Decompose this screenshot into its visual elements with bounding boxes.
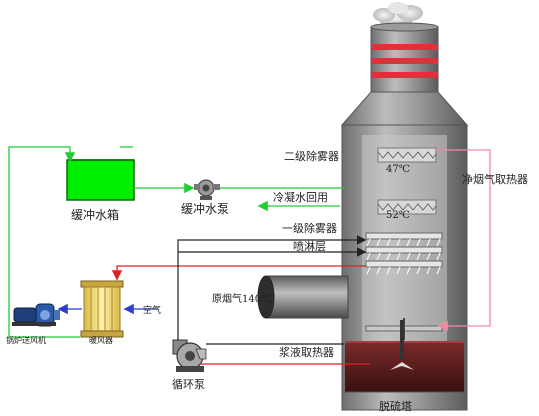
label-circulation-pump: 循环泵 — [172, 378, 205, 391]
label-clean-gas-heater: 净烟气取热器 — [462, 172, 528, 186]
buffer-tank — [66, 159, 135, 201]
label-demister-2: 二级除雾器 — [284, 149, 339, 163]
label-condensate-return: 冷凝水回用 — [273, 190, 328, 204]
label-temp-top: 47℃ — [386, 164, 410, 175]
label-air-heater: 暖风器 — [89, 336, 113, 345]
pink-heater-loop — [436, 149, 491, 332]
slurry-pool — [345, 320, 464, 392]
demister-2 — [377, 147, 437, 163]
label-demister-1: 一级除雾器 — [282, 221, 337, 235]
circulation-pump-icon — [172, 339, 207, 372]
boiler-fan-icon — [12, 303, 60, 327]
buffer-pump-icon — [194, 179, 220, 200]
label-slurry-heater: 浆液取热器 — [279, 345, 334, 359]
label-spray-layer: 喷淋层 — [293, 240, 326, 253]
red-hot-water-lines — [111, 265, 370, 365]
black-spray-feed-lines — [177, 235, 367, 345]
demister-1 — [377, 199, 437, 215]
stack-stripes — [371, 44, 438, 78]
label-air: 空气 — [143, 304, 161, 316]
label-raw-flue-gas: 原烟气140℃ — [212, 292, 272, 305]
label-buffer-tank: 缓冲水箱 — [71, 207, 119, 222]
raw-flue-gas-duct — [257, 275, 349, 319]
smoke-icon — [373, 2, 423, 27]
label-buffer-pump: 缓冲水泵 — [181, 201, 229, 216]
green-water-lines — [8, 146, 344, 338]
label-boiler-fan: 锅炉送风机 — [6, 335, 46, 345]
spray-layers — [365, 232, 443, 275]
desulfurization-tower — [340, 2, 469, 411]
label-desulfurization-tower: 脱硫塔 — [379, 399, 412, 413]
label-temp-mid: 52℃ — [386, 210, 410, 221]
air-heater — [80, 280, 124, 338]
